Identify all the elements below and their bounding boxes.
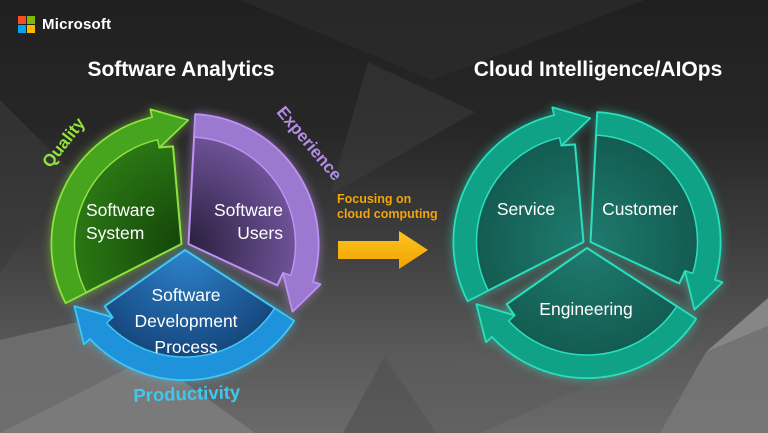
microsoft-logo-square (27, 16, 35, 24)
cycle-outer-label-productivity: Productivity (133, 381, 241, 406)
transition-caption: Focusing on cloud computing (337, 192, 438, 222)
microsoft-logo-square (18, 16, 26, 24)
right-diagram-title: Cloud Intelligence/AIOps (473, 58, 723, 81)
segment-label-engineering: Engineering (539, 299, 632, 319)
cycle-arrow-engineering (475, 303, 697, 379)
transition-arrow-icon (338, 231, 428, 269)
background-facet (343, 356, 436, 433)
background-facet (706, 298, 768, 352)
cycle-arrow-experience (193, 113, 322, 313)
microsoft-logo: Microsoft (18, 16, 111, 33)
cycle-arrow-service (452, 106, 591, 302)
background-facet (240, 0, 645, 80)
background-facet (660, 326, 768, 433)
transition-caption-line1: Focusing on (337, 192, 412, 206)
microsoft-logo-text: Microsoft (42, 16, 112, 33)
segment-service: Service (452, 106, 591, 302)
cycle-arrow-customer (595, 111, 724, 311)
microsoft-logo-square (18, 25, 26, 33)
transition-caption-line2: cloud computing (337, 207, 438, 221)
microsoft-logo-icon (18, 16, 35, 33)
background-facet (330, 62, 475, 195)
microsoft-logo-square (27, 25, 35, 33)
background-facet (0, 100, 72, 272)
background-facet (380, 356, 600, 433)
segment-label-service: Service (497, 199, 555, 219)
segment-engineering: Engineering (475, 247, 697, 379)
background-facet (0, 357, 255, 433)
cycle-arrow-productivity (73, 305, 295, 381)
segment-customer: Customer (589, 111, 724, 311)
segment-label-customer: Customer (602, 199, 678, 219)
cycle-arrow-quality (50, 108, 189, 304)
left-diagram-title: Software Analytics (87, 58, 275, 81)
